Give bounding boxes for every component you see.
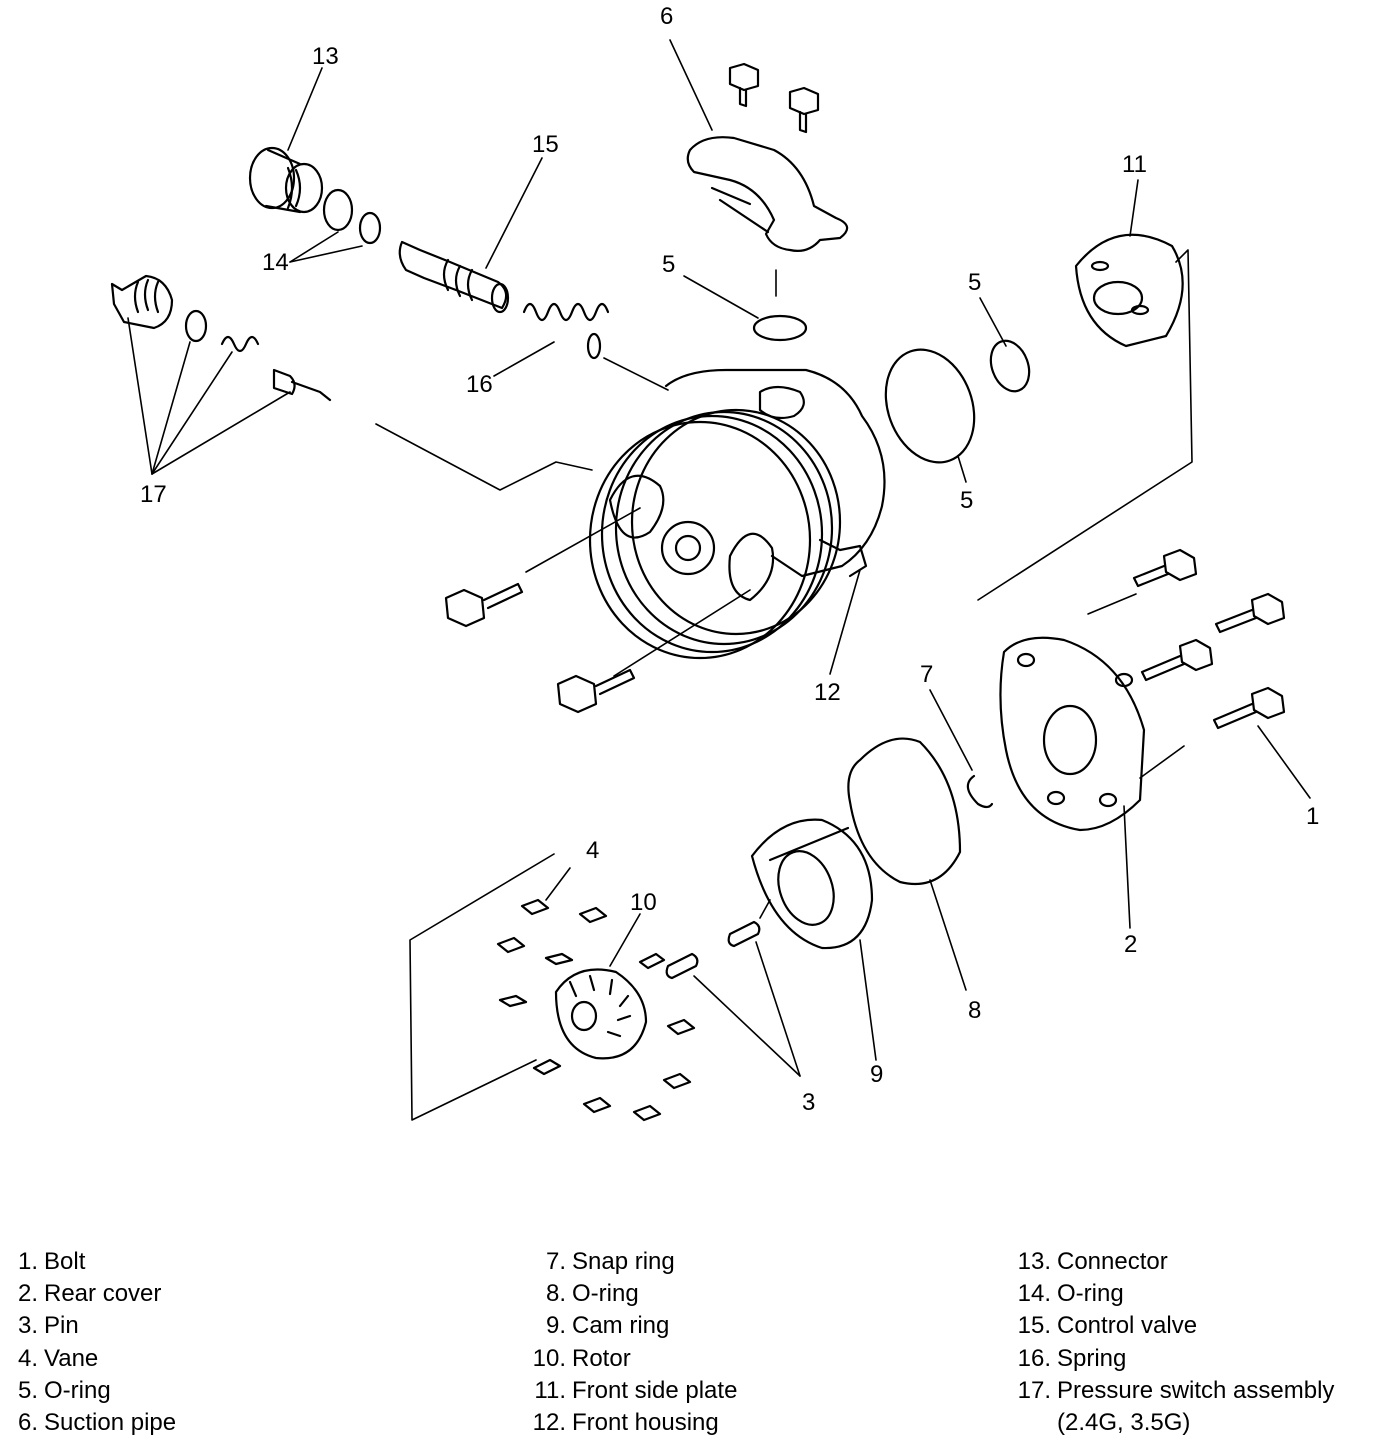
pressure-switch-part [110,274,332,402]
legend-item-spring: 16.Spring [1017,1344,1127,1372]
legend-column-1: 1.Bolt 2.Rear cover 3.Pin 4.Vane 5.O-rin… [8,1246,176,1439]
front-side-plate-part [1074,233,1184,348]
exploded-view-diagram: 1 2 3 4 5 5 5 6 7 8 9 10 11 12 13 14 15 … [110,3,1319,1122]
o-ring-part-5b [884,348,976,464]
legend-item-pressure-switch-variants: (2.4G, 3.5G) [1057,1409,1191,1437]
pulley-bolt-b [556,668,636,714]
o-ring-part-14a [322,188,354,232]
connector-part [248,146,324,214]
legend-item-pressure-switch-assembly: 17.Pressure switch assembly [1017,1376,1335,1404]
o-ring-part-14b [358,211,382,245]
legend-item-pin: 3.Pin [17,1312,79,1340]
callout-5a: 5 [662,251,675,278]
callout-14: 14 [262,249,289,276]
callout-8: 8 [968,997,981,1024]
callout-7: 7 [920,661,933,688]
callout-3: 3 [802,1089,815,1116]
leader-lines [127,39,1311,1121]
vane-parts [496,898,696,1122]
callout-17: 17 [140,481,167,508]
pin-part-3b [727,920,761,948]
legend-item-o-ring-14: 14.O-ring [1017,1280,1124,1308]
pulley-outer [588,420,812,660]
legend-item-front-side-plate: 11.Front side plate [534,1376,738,1404]
spring-part [522,302,610,322]
control-valve-part [398,240,510,314]
legend-column-2: 7.Snap ring 8.O-ring 9.Cam ring 10.Rotor… [522,1246,738,1439]
bolt-part-6b [788,86,820,134]
legend-item-control-valve: 15.Control valve [1017,1312,1198,1340]
callout-5c: 5 [960,487,973,514]
legend-item-bolt: 1.Bolt [17,1248,86,1275]
bolt-part-1b [1214,592,1286,634]
bolt-part-1d [1212,686,1286,730]
bolt-part-6a [728,62,760,108]
bolt-part-1a [1132,548,1198,588]
legend-item-o-ring-8: 8.O-ring [545,1280,639,1308]
callout-16: 16 [466,371,493,398]
callout-9: 9 [870,1061,883,1088]
pin-part-3a [665,952,699,980]
callout-12: 12 [814,679,841,706]
bolt-part-1c [1140,638,1214,682]
cam-ring-part [750,818,874,950]
callout-6: 6 [660,3,673,30]
callout-2: 2 [1124,931,1137,958]
legend-item-suction-pipe: 6.Suction pipe [17,1409,177,1437]
suction-pipe-part [686,136,849,252]
callout-1: 1 [1306,803,1319,830]
o-ring-part-8 [847,737,962,886]
legend-item-o-ring-5: 5.O-ring [17,1376,111,1404]
pulley-bolt-a [444,582,524,628]
callout-numbers: 1 2 3 4 5 5 5 6 7 8 9 10 11 12 13 14 15 … [140,3,1319,1116]
front-housing-part [588,368,886,660]
legend-item-snap-ring: 7.Snap ring [545,1248,675,1275]
callout-4: 4 [586,837,599,864]
legend-column-3: 13.Connector 14.O-ring 15.Control valve … [1007,1246,1335,1439]
callout-13: 13 [312,43,339,70]
o-ring-part-5c [989,339,1031,393]
legend-item-connector: 13.Connector [1017,1248,1168,1275]
callout-15: 15 [532,131,559,158]
legend-item-rear-cover: 2.Rear cover [17,1280,162,1308]
legend-item-rotor: 10.Rotor [532,1344,631,1372]
legend-item-vane: 4.Vane [17,1344,99,1372]
legend-item-front-housing: 12.Front housing [532,1409,719,1437]
callout-5b: 5 [968,269,981,296]
snap-ring-part [966,774,994,809]
callout-10: 10 [630,889,657,916]
rotor-part [554,968,648,1060]
callout-11: 11 [1122,151,1147,178]
rear-cover-part [999,636,1146,832]
legend-item-cam-ring: 9.Cam ring [545,1312,670,1340]
o-ring-part-5a [752,314,808,342]
